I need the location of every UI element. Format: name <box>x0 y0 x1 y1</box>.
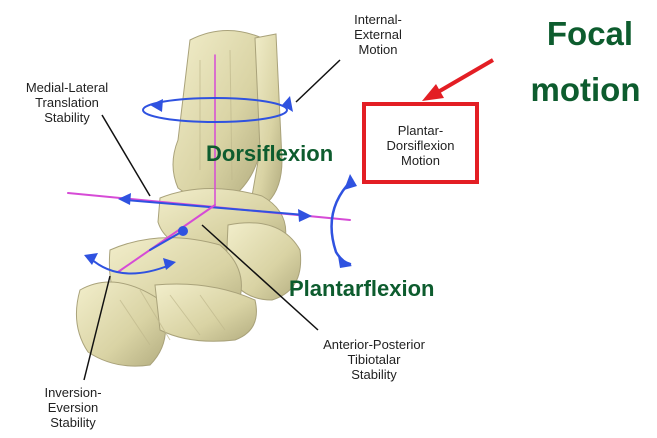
internal-external-motion-label: Internal- External Motion <box>336 12 420 57</box>
rotation-arrow-left <box>150 99 163 112</box>
medial-arrow-head <box>118 193 131 205</box>
leader-internal-external <box>296 60 340 102</box>
focal-title-line2: motion <box>514 70 657 110</box>
dorsiflexion-label: Dorsiflexion <box>206 141 333 167</box>
plantarflexion-arrow-head <box>338 256 352 268</box>
forefoot-bones <box>76 282 165 366</box>
anterior-posterior-stability-label: Anterior-Posterior Tibiotalar Stability <box>300 337 448 382</box>
axis-node <box>178 226 188 236</box>
tibia-bone <box>173 30 262 198</box>
plantar-dorsiflexion-motion-label: Plantar- Dorsiflexion Motion <box>366 123 475 168</box>
inversion-eversion-stability-label: Inversion- Eversion Stability <box>28 385 118 430</box>
leader-medial-lateral <box>102 115 150 196</box>
red-callout-arrow <box>422 60 493 101</box>
plantar-dorsiflexion-arc <box>332 180 352 264</box>
medial-lateral-stability-label: Medial-Lateral Translation Stability <box>8 80 126 125</box>
dorsiflexion-arrow-head <box>344 174 357 190</box>
plantarflexion-label: Plantarflexion <box>289 276 434 302</box>
focal-title-line1: Focal <box>530 14 650 54</box>
lateral-arrow-head <box>298 209 312 222</box>
